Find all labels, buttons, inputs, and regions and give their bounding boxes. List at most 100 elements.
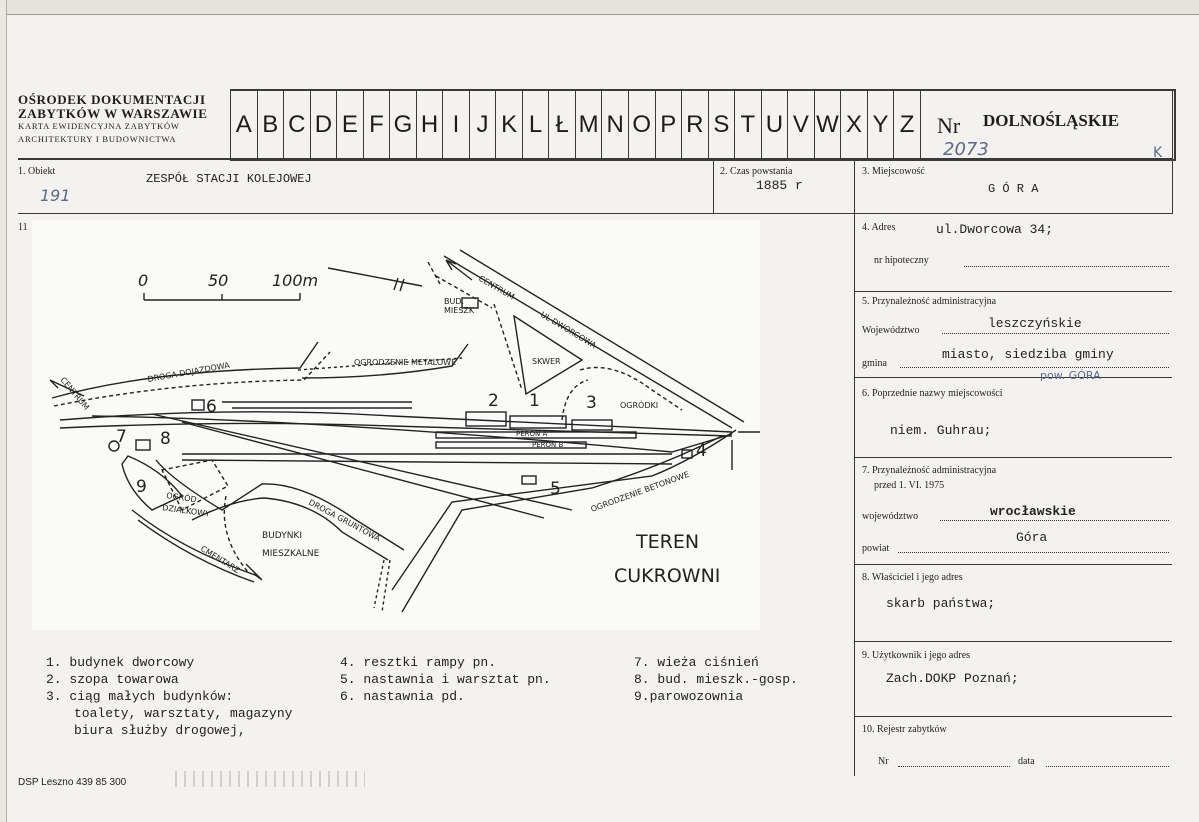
sep-6-7 [854,457,1172,458]
sep-8-9 [854,641,1172,642]
index-letter: S [707,91,735,159]
field6-label: 6. Poprzednie nazwy miejscowości [862,388,1003,399]
water-tower-7 [108,440,120,452]
index-letter: K [495,91,522,159]
handwritten-number: 2073 [943,139,989,160]
print-footer: DSP Leszno 439 85 300 [18,777,127,788]
field5-gmina-label: gmina [862,358,887,369]
ogrodzenie-metalowe-edge [301,343,469,379]
label-budynki: BUDYNKI [262,531,302,541]
budynki-boundary-2 [373,559,391,613]
sep-4-5 [854,291,1172,292]
field5-gmina-line [900,367,1169,368]
building-1 [509,415,567,429]
field3-label: 3. Miejscowość [862,166,925,177]
label-skwer: SKWER [532,357,561,366]
row1-bottom-line [18,213,1173,214]
legend-item-5: 5. nastawnia i warsztat pn. [340,672,551,687]
right-column-divider [854,158,855,776]
field7-powiat-line [898,552,1169,553]
building-2 [465,411,507,427]
index-letter: P [654,91,682,159]
index-letter: B [256,91,284,159]
divider-1-2 [713,158,714,214]
index-letter: U [760,91,788,159]
sep-5-6 [854,377,1172,378]
field10-date-label: data [1018,756,1035,767]
ogrodzenie-betonowe-2 [401,435,723,613]
scan-top-border [0,0,1199,15]
label-ogrodzenie-metalowe: OGRODZENIE METALOWE [354,358,456,367]
index-letter: D [309,91,337,159]
field4-sublabel: nr hipoteczny [874,255,929,266]
track-3 [91,415,733,453]
index-letter: C [283,91,310,159]
legend-item-8: 8. bud. mieszk.-gosp. [634,672,798,687]
label-peron-b: PERON B [532,441,563,449]
faint-stamp-marks [175,771,365,787]
label-mieszkalne: MIESZKALNE [262,549,320,559]
budynki-boundary [223,495,249,573]
building-6 [191,399,205,411]
map-number-6: 6 [206,397,217,417]
droga-dojazdowa-edge-2 [53,351,331,407]
skwer-dashed [493,303,523,391]
index-letter: X [840,91,867,159]
scale-100m: 100m [272,271,318,290]
field4-dotted-line [964,266,1169,267]
legend-col2: 4. resztki rampy pn. 5. nastawnia i wars… [340,654,551,705]
road-dworcowa-edge-1 [443,255,733,429]
arrow-centrum-left [49,379,85,397]
arrow-cmentarz [245,563,263,581]
field1-label: 1. Obiekt [18,166,56,177]
field7-voivodeship-line [940,520,1169,521]
field8-value: skarb państwa; [886,596,996,611]
ogrodzenie-betonowe-1 [391,429,737,591]
track-main-2 [59,422,733,437]
map-number-1: 1 [529,391,540,411]
building-5 [521,475,537,485]
droga-dojazdowa-edge-1 [51,341,319,399]
parowozownia-9 [121,455,184,511]
index-letter: N [601,91,628,159]
voivodeship-header: DOLNOŚLĄSKIE [983,111,1120,130]
institution-line3: KARTA EWIDENCYJNA ZABYTKÓW [18,121,180,131]
index-letter: I [442,91,469,159]
field5-gmina-value: miasto, siedziba gminy [942,347,1114,362]
legend-item-1: 1. budynek dworcowy [46,655,195,670]
field5-voivodeship-label: Województwo [862,325,920,336]
scan-left-border [0,0,7,822]
field10-date-line [1046,766,1169,767]
institution-header: OŚRODEK DOKUMENTACJI ZABYTKÓW W WARSZAWI… [18,93,233,146]
label-mieszk: MIESZK [444,306,475,315]
label-centrum-top: CENTRUM [477,274,516,302]
field10-nr-line [898,766,1010,767]
legend-item-7: 7. wieża ciśnień [634,655,759,670]
field5-voivodeship-value: leszczyńskie [988,316,1082,331]
field5-voivodeship-line [942,333,1169,334]
siding-north [222,401,412,409]
map-number-8: 8 [160,429,171,449]
legend-item-2: 2. szopa towarowa [46,672,179,687]
institution-line2: ZABYTKÓW W WARSZAWIE [18,106,208,121]
map-number-9: 9 [136,477,147,497]
label-droga-gruntowa: DROGA GRUNTOWA [307,498,382,544]
label-cmentarz: CMENTARZ [199,544,242,575]
site-plan-drawing: 0 50 100m [49,249,762,613]
legend-item-6: 6. nastawnia pd. [340,689,465,704]
field10-label: 10. Rejestr zabytków [862,724,947,735]
arrow-centrum-top [445,259,473,281]
institution-line4: ARCHITEKTURY I BUDOWNICTWA [18,134,177,144]
scale-0: 0 [138,271,148,290]
field2-label: 2. Czas powstania [720,166,793,177]
skwer-outline [513,314,584,396]
index-letter: E [336,91,363,159]
number-box: Nr DOLNOŚLĄSKIE 2073 K [920,89,1176,161]
map-number-3: 3 [586,393,597,413]
ogrodki-boundary [579,366,683,411]
legend-item-4: 4. resztki rampy pn. [340,655,497,670]
label-teren: TEREN [635,531,699,553]
index-letter: F [362,91,390,159]
nr-label: Nr [937,113,961,138]
institution-line1: OŚRODEK DOKUMENTACJI [18,92,206,107]
